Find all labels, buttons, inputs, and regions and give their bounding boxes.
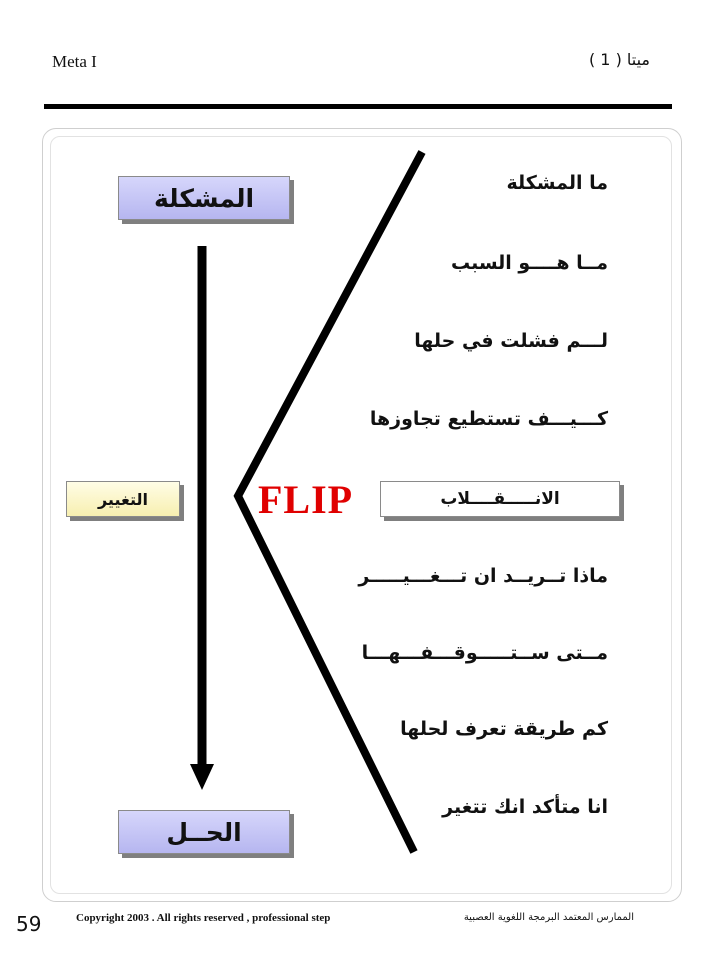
- header-left-title: Meta I: [52, 52, 97, 71]
- flip-word: FLIP: [258, 477, 354, 522]
- question-why-failed: لـــم فشلت في حلها: [414, 330, 608, 352]
- flip-label-box: الانـــــقــــلاب: [380, 481, 620, 517]
- question-how-many-ways: كم طريقة تعرف لحلها: [400, 718, 608, 740]
- copyright-text: Copyright 2003 . All rights reserved , p…: [76, 912, 331, 924]
- question-what-change: ماذا تــريــد ان تـــغـــيـــــر: [358, 565, 608, 587]
- question-sure-change: انا متأكد انك تتغير: [442, 796, 608, 818]
- question-how-overcome: كـــيـــف تستطيع تجاوزها: [369, 408, 608, 430]
- header-rule: [44, 104, 672, 109]
- down-arrow-head: [190, 764, 214, 790]
- solution-box: الحــل: [118, 810, 290, 854]
- flip-chevron: [233, 150, 426, 854]
- slide-frame: [42, 128, 682, 902]
- question-what-problem: ما المشكلة: [506, 172, 608, 194]
- arabic-credit: الممارس المعتمد البرمجة اللغوية العصبية: [463, 912, 634, 923]
- slide-frame-inner: [50, 136, 672, 894]
- problem-box: المشكلة: [118, 176, 290, 220]
- header-right-title: ميتا ( 1 ): [588, 50, 650, 69]
- question-what-cause: مــا هــــو السبب: [450, 252, 608, 274]
- question-when-stop: مــتى ســتـــــوقـــفـــهـــا: [361, 642, 608, 664]
- page-number: 59: [16, 912, 42, 936]
- change-box: التغيير: [66, 481, 180, 517]
